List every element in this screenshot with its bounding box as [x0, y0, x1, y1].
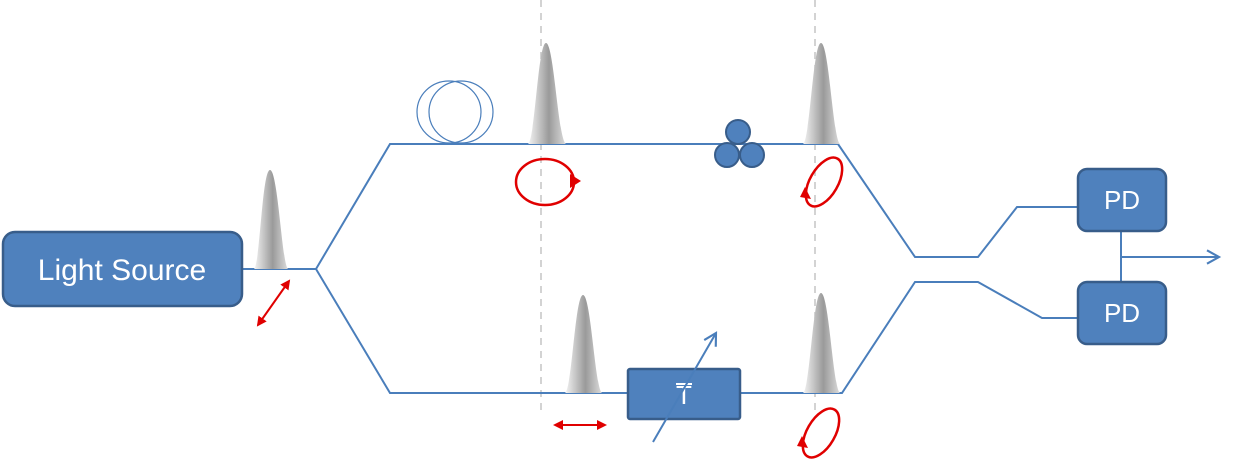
pulse-upper-left-icon	[528, 43, 566, 144]
detector-top-box	[1076, 167, 1168, 233]
linear-polarization-icon	[256, 279, 291, 327]
detector-bottom-label: PD	[1104, 298, 1140, 328]
tunable-arrow-icon	[652, 331, 718, 443]
pulse-input-icon	[254, 170, 288, 269]
detector-top-label: PD	[1104, 185, 1140, 215]
light-source-box	[1, 230, 244, 308]
pulse-upper-right-icon	[803, 43, 840, 144]
pulses	[254, 43, 840, 393]
lower-arm-after-delay	[740, 281, 1078, 394]
fiber-paths	[242, 143, 1078, 394]
pulse-lower-right-icon	[803, 293, 840, 393]
tunable-delay-box	[626, 367, 742, 421]
circular-polarization-icon	[514, 157, 581, 207]
lower-arm	[315, 268, 628, 394]
detector-bottom-box	[1076, 280, 1168, 346]
pulse-lower-left-icon	[565, 295, 602, 393]
upper-arm	[315, 143, 1078, 270]
elliptical-polarization-upper-icon	[800, 156, 844, 208]
polarization-controller-icon	[714, 119, 765, 168]
fiber-coil-icon	[416, 80, 494, 144]
light-source-label: Light Source	[38, 254, 206, 287]
delay-label: T	[676, 380, 692, 410]
elliptical-polarization-lower-icon	[797, 407, 841, 459]
